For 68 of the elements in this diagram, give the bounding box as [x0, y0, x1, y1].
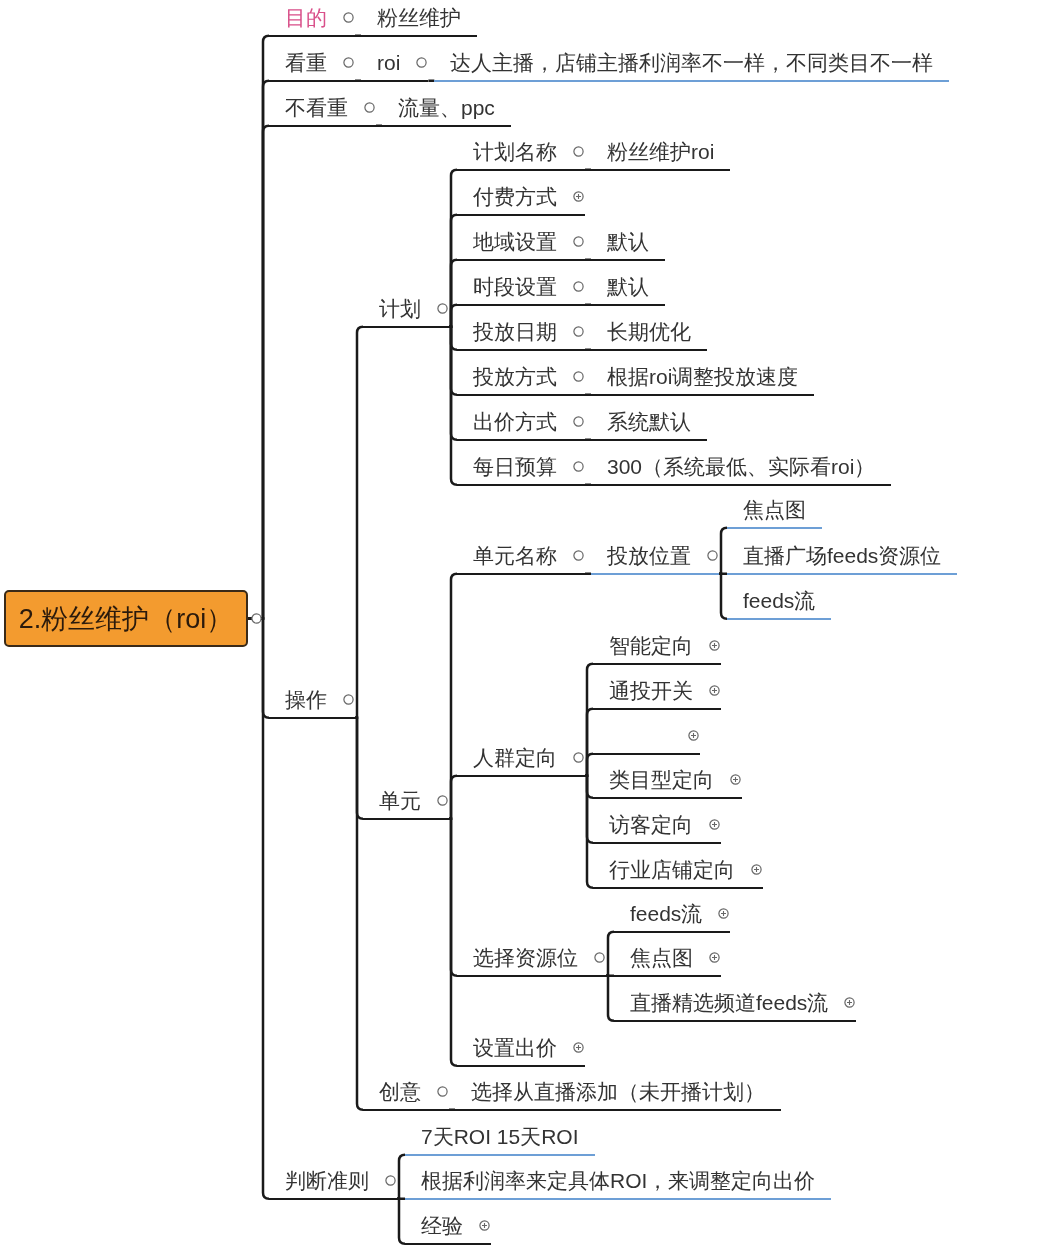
topic-label: 创意 [379, 1078, 421, 1105]
topic-label: 出价方式 [473, 408, 557, 435]
branch-line [585, 258, 591, 261]
branch-line [585, 348, 591, 351]
topic-label: 粉丝维护roi [607, 138, 715, 165]
topic-label: 判断准则 [285, 1167, 369, 1194]
topic-label: feeds流 [630, 900, 703, 927]
branch-line [354, 716, 365, 1111]
branch-line [355, 34, 361, 37]
topic-label: 通投开关 [609, 677, 693, 704]
topic-label: 访客定向 [609, 811, 693, 838]
topic-label: 不看重 [285, 94, 348, 121]
topic-label: 投放日期 [473, 318, 557, 345]
topic-label: 根据roi调整投放速度 [607, 363, 799, 390]
topic-label: 时段设置 [473, 273, 557, 300]
topic-label: 类目型定向 [609, 766, 714, 793]
branch-line [376, 124, 382, 127]
topic-label: 根据利润率来定具体ROI，来调整定向出价 [421, 1167, 816, 1194]
branch-line [355, 79, 361, 82]
branch-line [585, 438, 591, 441]
topic-label: 焦点图 [743, 496, 806, 523]
branch-line [449, 1108, 455, 1111]
branch-line [585, 168, 591, 171]
topic-label: 人群定向 [473, 744, 557, 771]
topic-label: 长期优化 [607, 318, 691, 345]
topic-label: 选择资源位 [473, 944, 578, 971]
branch-line [397, 1197, 405, 1200]
topic-label: 看重 [285, 49, 327, 76]
topic-label: feeds流 [743, 587, 816, 614]
topic-label: 直播广场feeds资源位 [743, 542, 942, 569]
branch-line [428, 79, 435, 82]
topic-label: 经验 [421, 1212, 463, 1239]
branch-line [448, 774, 459, 820]
topic-label: 达人主播，店铺主播利润率不一样，不同类目不一样 [450, 49, 934, 76]
topic-label: 粉丝维护 [377, 4, 461, 31]
topic-label: 每日预算 [473, 453, 557, 480]
topic-label: 单元名称 [473, 542, 557, 569]
branch-line [585, 483, 591, 486]
topic-label: 智能定向 [609, 632, 693, 659]
topic-label: 选择从直播添加（未开播计划） [471, 1078, 765, 1105]
topic-label: 默认 [607, 228, 649, 255]
branch-line [585, 393, 591, 396]
topic-label: 付费方式 [473, 183, 557, 210]
topic-label: 单元 [379, 787, 421, 814]
topic-label: 计划名称 [473, 138, 557, 165]
branch-line [719, 572, 727, 575]
topic-label: 300（系统最低、实际看roi） [607, 453, 876, 480]
branch-line [585, 303, 591, 306]
topic-label: 7天ROI 15天ROI [421, 1123, 579, 1150]
topic-label: 流量、ppc [398, 94, 495, 121]
topic-label: 焦点图 [630, 944, 693, 971]
topic-label: 设置出价 [473, 1034, 557, 1061]
topic-label: 投放方式 [473, 363, 557, 390]
topic-label: roi [377, 50, 401, 75]
topic-label: 目的 [285, 4, 327, 31]
branch-line [606, 974, 614, 977]
topic-label: 操作 [285, 686, 327, 713]
branch-line [585, 572, 591, 575]
branch-line [448, 303, 459, 328]
topic-label: 默认 [607, 273, 649, 300]
topic-label: 行业店铺定向 [609, 856, 735, 883]
topic-label: 直播精选频道feeds流 [630, 989, 829, 1016]
topic-label: 投放位置 [607, 542, 691, 569]
topic-label: 系统默认 [607, 408, 691, 435]
branch-line [584, 752, 595, 777]
topic-label: 地域设置 [473, 228, 557, 255]
central-topic: 2.粉丝维护（roi） [4, 590, 248, 647]
topic-label: 计划 [379, 295, 421, 322]
